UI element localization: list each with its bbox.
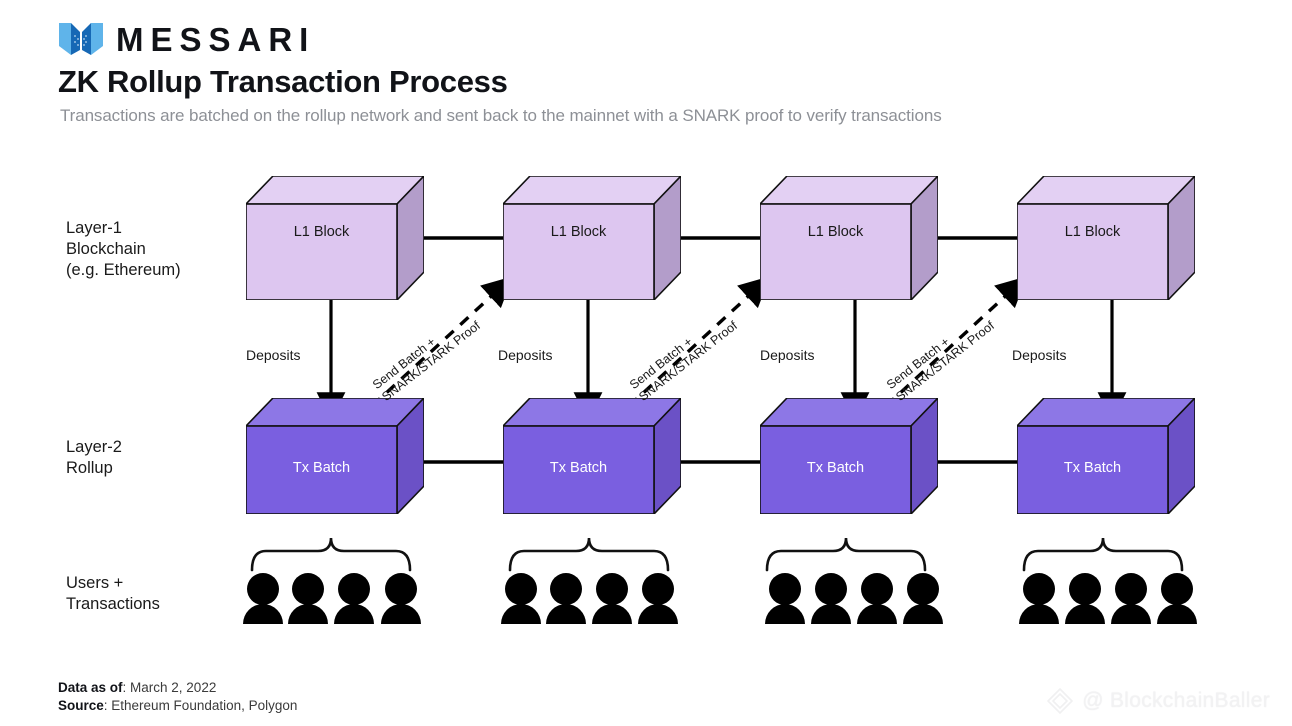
footer-source: Source: Ethereum Foundation, Polygon xyxy=(58,697,297,715)
watermark: @ BlockchainBaller xyxy=(1045,686,1270,716)
watermark-handle: @ BlockchainBaller xyxy=(1082,689,1270,712)
person-icon xyxy=(592,573,632,624)
row-label-layer-2: Layer-2 Rollup xyxy=(66,438,122,477)
footer-data-as-of-value: : March 2, 2022 xyxy=(122,680,217,695)
person-icon xyxy=(857,573,897,624)
person-icon xyxy=(1019,573,1059,624)
person-icon xyxy=(501,573,541,624)
brand-wordmark: MESSARI xyxy=(116,20,316,58)
l1-block-4[interactable]: L1 Block xyxy=(1017,176,1195,300)
page-subtitle: Transactions are batched on the rollup n… xyxy=(60,106,942,125)
footer: Data as of: March 2, 2022 Source: Ethere… xyxy=(58,679,297,715)
footer-data-as-of: Data as of: March 2, 2022 xyxy=(58,679,297,697)
person-icon xyxy=(811,573,851,624)
deposits-label-1: Deposits xyxy=(246,347,301,363)
messari-m-logo-icon xyxy=(59,23,103,55)
person-icon xyxy=(1065,573,1105,624)
l2-block-4[interactable]: Tx Batch xyxy=(1017,398,1195,522)
deposit-arrows xyxy=(316,297,1127,421)
person-icon xyxy=(638,573,678,624)
footer-source-value: : Ethereum Foundation, Polygon xyxy=(103,698,298,713)
diamond-icon xyxy=(1047,687,1074,715)
person-icon xyxy=(334,573,374,624)
l1-block-1[interactable]: L1 Block xyxy=(246,176,424,300)
person-icon xyxy=(546,573,586,624)
l1-block-3[interactable]: L1 Block xyxy=(760,176,938,300)
row-label-layer-1: Layer-1 Blockchain (e.g. Ethereum) xyxy=(66,219,181,279)
l2-block-1[interactable]: Tx Batch xyxy=(246,398,424,522)
person-icon xyxy=(1111,573,1151,624)
row-label-users: Users + Transactions xyxy=(66,574,160,613)
deposits-label-3: Deposits xyxy=(760,347,815,363)
person-icon xyxy=(288,573,328,624)
person-icon xyxy=(1157,573,1197,624)
l2-block-2[interactable]: Tx Batch xyxy=(503,398,681,522)
page-title: ZK Rollup Transaction Process xyxy=(58,64,508,99)
l1-block-2[interactable]: L1 Block xyxy=(503,176,681,300)
person-icon xyxy=(903,573,943,624)
proof-arrows xyxy=(370,276,1028,408)
deposits-label-4: Deposits xyxy=(1012,347,1067,363)
person-icon xyxy=(243,573,283,624)
person-icon xyxy=(381,573,421,624)
user-icons-group xyxy=(243,573,1197,624)
l2-block-3[interactable]: Tx Batch xyxy=(760,398,938,522)
deposits-label-2: Deposits xyxy=(498,347,553,363)
user-group-braces xyxy=(250,537,1184,572)
footer-source-label: Source xyxy=(58,698,104,713)
brand-row: MESSARI xyxy=(58,18,315,60)
person-icon xyxy=(765,573,805,624)
footer-data-as-of-label: Data as of xyxy=(58,680,123,695)
